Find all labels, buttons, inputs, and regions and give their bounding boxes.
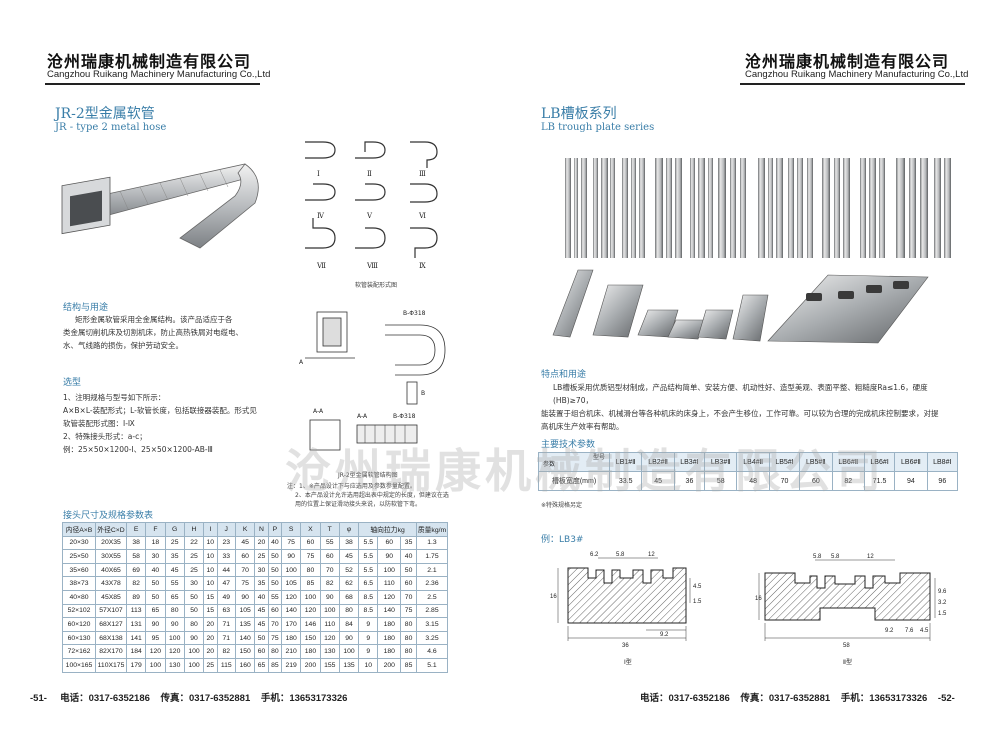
drawing-label: A-A xyxy=(357,413,368,420)
dim-label: 12 xyxy=(648,552,655,558)
hose-structure-drawing: B-Φ318 A-A A B A-A B-Φ318 xyxy=(299,310,446,451)
hose-shape-label: Ⅸ xyxy=(419,262,426,270)
section-title-cn: JR-2型金属软管 xyxy=(55,106,155,122)
dim-label: 4.5 xyxy=(693,584,702,590)
footer-left: -51- 电话：0317-6352186 传真：0317-6352881 手机：… xyxy=(30,690,347,704)
lb-section-title-en: LB trough plate series xyxy=(541,122,655,133)
structure-title: 结构与用途 xyxy=(63,303,109,313)
dim-label: 5.8 xyxy=(831,554,840,560)
metal-hose-photo xyxy=(61,163,259,249)
dim-label: 6.2 xyxy=(590,552,599,558)
dim-label: 12 xyxy=(867,554,874,560)
dim-label: 9.6 xyxy=(938,589,947,595)
hose-shape-label: Ⅲ xyxy=(419,170,426,178)
dim-label: 1.5 xyxy=(693,599,702,605)
watermark: 沧州瑞康机械制造有限公司 xyxy=(285,444,885,498)
structure-drawing-caption: JR-2型金属软管结构图 xyxy=(338,472,398,479)
hose-shape-label: Ⅶ xyxy=(316,262,326,270)
company-name-en-left: Cangzhou Ruikang Machinery Manufacturing… xyxy=(47,69,271,80)
page-number-left: -51- xyxy=(30,693,47,704)
type-1-label: Ⅰ型 xyxy=(624,658,632,666)
hose-shape-label: Ⅷ xyxy=(366,262,378,270)
hose-shape-label: Ⅰ xyxy=(317,170,320,178)
header-rule-right xyxy=(740,83,965,85)
fax-left: 传真：0317-6352881 xyxy=(160,693,251,704)
dim-label: 58 xyxy=(843,643,850,649)
dim-label: 9.2 xyxy=(885,628,894,634)
header-rule-left xyxy=(45,83,260,85)
special-note: ※特殊规格另定 xyxy=(541,502,583,509)
mobile-left: 手机：13653173326 xyxy=(260,693,348,704)
dim-label: 3.2 xyxy=(938,600,947,606)
drawing-label: A xyxy=(299,359,304,366)
mobile-right: 手机：13653173326 xyxy=(840,693,928,704)
features-title: 特点和用途 xyxy=(541,370,587,380)
lb-section-title-cn: LB槽板系列 xyxy=(541,106,617,122)
dim-label: 5.8 xyxy=(813,554,822,560)
dim-label: 16 xyxy=(550,594,557,600)
phone-right: 电话：0317-6352186 xyxy=(640,693,730,704)
dim-label: 4.5 xyxy=(920,628,929,634)
params-title: 主要技术参数 xyxy=(541,440,596,450)
company-name-cn-right: 沧州瑞康机械制造有限公司 xyxy=(745,52,950,71)
phone-left: 电话：0317-6352186 xyxy=(60,693,150,704)
hose-shape-label: Ⅵ xyxy=(418,212,426,220)
hose-assembly-forms-diagram: Ⅰ Ⅱ Ⅲ Ⅳ Ⅴ Ⅵ Ⅶ Ⅷ Ⅸ xyxy=(305,141,438,270)
profile-type-2-drawing: 58 9.2 16 5.8 5.8 12 9.6 3.2 1.5 7.6 4.5… xyxy=(755,554,947,666)
drawing-label: B xyxy=(421,390,425,397)
drawing-label: A-A xyxy=(313,408,324,415)
type-2-label: Ⅱ型 xyxy=(843,658,852,666)
profile-type-1-drawing: 36 9.2 16 6.2 5.8 12 4.5 1.5 Ⅰ型 xyxy=(550,552,702,666)
example-title: 例：LB3# xyxy=(541,535,584,545)
dim-label: 5.8 xyxy=(616,552,625,558)
drawing-label: B-Φ318 xyxy=(403,310,426,317)
dim-label: 9.2 xyxy=(660,632,669,638)
selection-text: 1、注明规格与型号如下所示： A×B×L-装配形式；L-软管长度，包括联接器装配… xyxy=(63,393,257,454)
dim-label: 1.5 xyxy=(938,611,947,617)
trough-plates-photo xyxy=(565,158,951,258)
notes: 注：1、※产品设计下与应选用及参数参量配置。 2、本产品设计允许选用超出表中规定… xyxy=(287,483,449,508)
drawing-label: B-Φ318 xyxy=(393,413,416,420)
selection-title: 选型 xyxy=(63,378,82,388)
structure-text: 矩形金属软管采用全金属结构。该产品适应于各 类金属切削机床及切割机床，防止高热铁… xyxy=(63,315,243,350)
dim-label: 16 xyxy=(755,596,762,602)
fax-right: 传真：0317-6352881 xyxy=(740,693,831,704)
hose-shape-label: Ⅳ xyxy=(317,212,325,220)
dim-label: 36 xyxy=(622,643,629,649)
company-name-en-right: Cangzhou Ruikang Machinery Manufacturing… xyxy=(745,69,969,80)
company-name-cn-left: 沧州瑞康机械制造有限公司 xyxy=(47,52,252,71)
dim-label: 7.6 xyxy=(905,628,914,634)
hose-shape-label: Ⅴ xyxy=(366,212,373,220)
spec-table-title: 接头尺寸及规格参数表 xyxy=(63,511,154,521)
section-title-en: JR - type 2 metal hose xyxy=(55,122,167,133)
footer-right: 电话：0317-6352186 传真：0317-6352881 手机：13653… xyxy=(640,690,955,704)
trough-profiles-photo xyxy=(552,269,929,344)
hose-shape-label: Ⅱ xyxy=(367,170,372,178)
page-number-right: -52- xyxy=(937,693,955,704)
features-text: LB槽板采用优质铝型材制成，产品结构简单、安装方便、机动性好、造型美观、表面平整… xyxy=(541,383,939,431)
hose-forms-caption: 软管装配形式图 xyxy=(355,282,398,289)
